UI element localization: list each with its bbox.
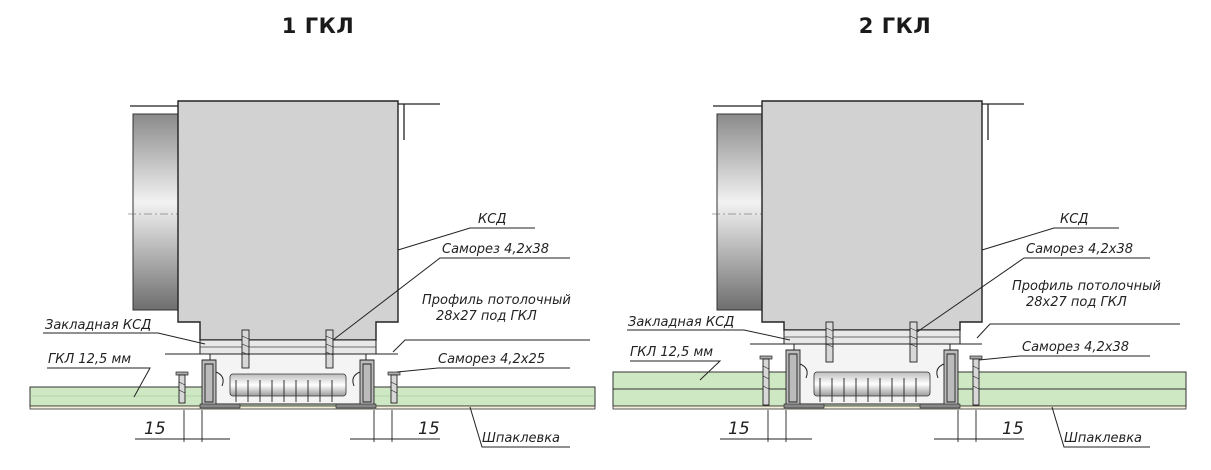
grille-pipe xyxy=(813,371,931,397)
label-embed: Закладная КСД xyxy=(628,315,734,330)
leader-lines xyxy=(43,227,590,448)
label-putty: Шпаклевка xyxy=(1064,431,1142,446)
grille-fins xyxy=(235,380,333,402)
dimension-lines xyxy=(135,410,440,442)
label-profile-line2: 28х27 под ГКЛ xyxy=(436,309,537,324)
ksd-body xyxy=(761,100,983,331)
label-putty: Шпаклевка xyxy=(482,431,560,446)
dim-left: 15 xyxy=(728,419,750,439)
duct-connector xyxy=(716,113,763,311)
label-screw-top: Саморез 4,2х38 xyxy=(442,242,549,257)
label-profile-line1: Профиль потолочный xyxy=(1012,279,1161,294)
panel-2: КСД Саморез 4,2х38 Профиль потолочный 28… xyxy=(612,100,1187,448)
dim-right: 15 xyxy=(418,419,440,439)
grille-pipe xyxy=(229,373,347,397)
label-screw-side: Саморез 4,2х38 xyxy=(1022,340,1129,355)
screw-side-left xyxy=(759,355,773,406)
panel-1: КСД Саморез 4,2х38 Профиль потолочный 28… xyxy=(29,100,596,448)
ksd-body xyxy=(177,100,399,341)
leader-lines xyxy=(627,227,1180,448)
label-ksd: КСД xyxy=(478,212,506,227)
panel-title-1: 1 ГКЛ xyxy=(281,14,355,38)
screw-side-left xyxy=(175,371,189,404)
label-screw-top: Саморез 4,2х38 xyxy=(1026,242,1133,257)
label-gkl: ГКЛ 12,5 мм xyxy=(630,345,713,360)
ceiling-profile-right xyxy=(359,359,375,407)
grille-fins xyxy=(819,378,917,402)
ceiling-profile-left xyxy=(785,349,801,407)
putty-layer xyxy=(612,405,1187,410)
label-profile-line2: 28х27 под ГКЛ xyxy=(1026,295,1127,310)
screw-top-right xyxy=(325,329,334,369)
screw-side-right xyxy=(387,371,401,404)
putty-layer xyxy=(29,405,596,410)
ceiling-profile-left xyxy=(201,359,217,407)
screw-top-left xyxy=(825,321,834,363)
ceiling-profile-right xyxy=(943,349,959,407)
screw-top-right xyxy=(909,321,918,363)
label-screw-side: Саморез 4,2х25 xyxy=(438,352,545,367)
label-embed: Закладная КСД xyxy=(45,318,151,333)
label-gkl: ГКЛ 12,5 мм xyxy=(48,352,131,367)
panel-title-2: 2 ГКЛ xyxy=(858,14,932,38)
screw-side-right xyxy=(969,355,983,406)
duct-connector xyxy=(132,113,179,311)
dim-right: 15 xyxy=(1002,419,1024,439)
label-profile-line1: Профиль потолочный xyxy=(422,293,571,308)
screw-top-left xyxy=(241,329,250,369)
dimension-lines xyxy=(720,410,1024,442)
label-ksd: КСД xyxy=(1060,212,1088,227)
dim-left: 15 xyxy=(144,419,166,439)
